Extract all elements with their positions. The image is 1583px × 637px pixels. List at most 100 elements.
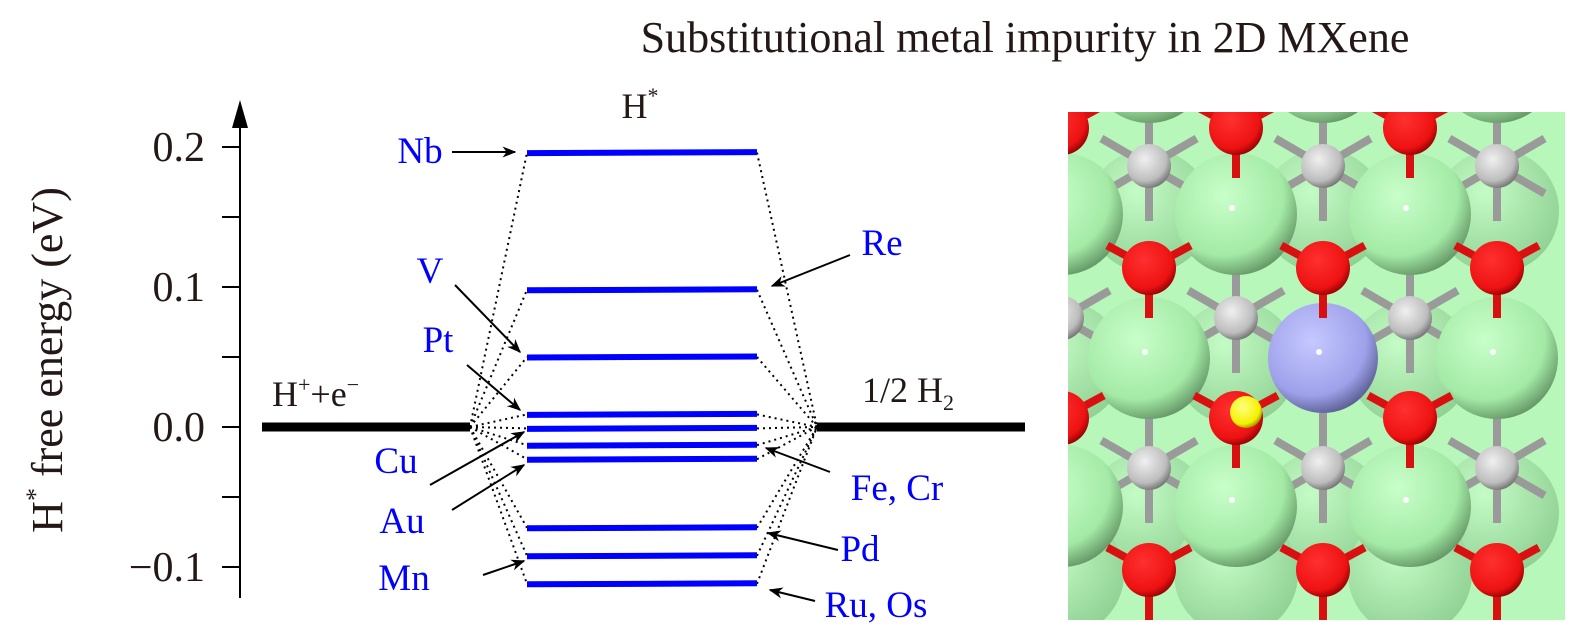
connector-right bbox=[756, 426, 818, 430]
y-label-sup: * bbox=[21, 488, 50, 501]
carbon-atom bbox=[1068, 296, 1084, 340]
carbon-bond bbox=[927, 139, 975, 167]
oxygen-atom bbox=[1122, 543, 1176, 597]
oxygen-bond bbox=[1020, 396, 1062, 419]
atom-highlight bbox=[1229, 497, 1235, 503]
carbon-bond bbox=[975, 139, 1023, 167]
carbon-atom bbox=[1388, 296, 1432, 340]
carbon-atom bbox=[953, 144, 997, 188]
connector-left bbox=[469, 152, 528, 428]
y-tick-label: 0.2 bbox=[153, 125, 206, 171]
lower-metal-atom bbox=[913, 149, 1037, 273]
metal-atom bbox=[1436, 297, 1558, 419]
atom-highlight bbox=[1403, 205, 1409, 211]
initial-state-label: H++e− bbox=[272, 372, 359, 414]
carbon-bond bbox=[975, 166, 1023, 194]
oxygen-atom bbox=[1209, 112, 1263, 155]
carbon-bond bbox=[975, 468, 1023, 496]
oxygen-atom bbox=[1383, 391, 1437, 445]
level-label: Mn bbox=[378, 558, 429, 599]
connector-left bbox=[469, 413, 528, 428]
carbon-bond bbox=[927, 441, 975, 469]
oxygen-bond bbox=[933, 246, 975, 269]
final-state-label: 1/2 H2 bbox=[862, 370, 954, 415]
y-tick-label: −0.1 bbox=[129, 545, 205, 591]
oxygen-atom bbox=[1470, 241, 1524, 295]
connector-right bbox=[756, 426, 818, 461]
connector-right bbox=[756, 289, 818, 428]
connector-left bbox=[469, 426, 528, 447]
svg-text:H* free energy (eV): H* free energy (eV) bbox=[21, 187, 72, 533]
carbon-bond bbox=[1014, 318, 1062, 346]
y-axis-arrow-icon bbox=[232, 100, 248, 128]
atom-highlight bbox=[1142, 349, 1148, 355]
metal-atom bbox=[1114, 112, 1184, 123]
atom-highlight bbox=[1490, 53, 1496, 59]
hydrogen-atom bbox=[1230, 396, 1262, 428]
level-label: Ru, Os bbox=[825, 585, 928, 626]
oxygen-bond bbox=[933, 548, 975, 571]
connector-right bbox=[756, 356, 818, 428]
metal-atom bbox=[1068, 153, 1123, 275]
metal-atom bbox=[1349, 153, 1471, 275]
figure-title: Substitutional metal impurity in 2D MXen… bbox=[641, 13, 1410, 62]
oxygen-atom bbox=[948, 241, 1002, 295]
energy-level-bar bbox=[526, 580, 758, 588]
metal-atom bbox=[1088, 297, 1210, 419]
carbon-atom bbox=[1301, 144, 1345, 188]
oxygen-bond bbox=[975, 548, 1017, 571]
y-label-rest: free energy (eV) bbox=[23, 187, 72, 488]
y-axis: 0.20.10.0−0.1 bbox=[129, 100, 248, 598]
impurity-atom bbox=[1268, 303, 1378, 413]
oxygen-atom bbox=[948, 543, 1002, 597]
energy-level-bar bbox=[526, 552, 758, 560]
y-label-main: H bbox=[23, 501, 72, 533]
oxygen-atom bbox=[1296, 543, 1350, 597]
metal-atom bbox=[1349, 445, 1471, 567]
level-label: Fe, Cr bbox=[851, 468, 944, 509]
oxygen-atom bbox=[1383, 112, 1437, 155]
connector-left bbox=[469, 426, 528, 430]
atom-highlight bbox=[968, 349, 974, 355]
oxygen-atom bbox=[1068, 391, 1089, 445]
connector-left bbox=[469, 426, 528, 461]
connector-right bbox=[756, 426, 818, 557]
arrow-icon bbox=[482, 559, 526, 576]
metal-atom bbox=[1175, 153, 1297, 275]
carbon-atom bbox=[1475, 446, 1519, 490]
oxygen-bond bbox=[1020, 106, 1062, 129]
hstar-header: H* bbox=[622, 83, 659, 126]
atom-highlight bbox=[1490, 349, 1496, 355]
connector-left bbox=[469, 289, 528, 428]
atom-highlight bbox=[1316, 349, 1322, 355]
oxygen-atom bbox=[1296, 241, 1350, 295]
carbon-bond bbox=[975, 441, 1023, 469]
connector-left bbox=[469, 426, 528, 529]
energy-level-bar bbox=[526, 441, 758, 449]
arrow-icon bbox=[770, 254, 851, 287]
energy-level-bar bbox=[526, 524, 758, 532]
metal-atom bbox=[1288, 112, 1358, 123]
energy-level-bar bbox=[526, 353, 758, 361]
atom-highlight bbox=[1055, 205, 1061, 211]
carbon-atom bbox=[1301, 446, 1345, 490]
metal-atom bbox=[1462, 112, 1532, 123]
y-axis-label: H* free energy (eV) bbox=[21, 187, 72, 533]
arrow-icon bbox=[429, 431, 526, 486]
arrow-icon bbox=[768, 587, 816, 602]
connector-right bbox=[756, 426, 818, 585]
metal-atom bbox=[1068, 445, 1123, 567]
arrow-icon bbox=[466, 364, 522, 411]
carbon-bond bbox=[927, 166, 975, 194]
connector-right bbox=[756, 426, 818, 529]
y-tick-label: 0.1 bbox=[153, 265, 206, 311]
level-label: Au bbox=[379, 501, 424, 542]
energy-level-bar bbox=[526, 410, 758, 418]
connector-right bbox=[756, 413, 818, 428]
level-label: Pd bbox=[840, 529, 880, 570]
oxygen-atom bbox=[1068, 112, 1089, 155]
atom-highlight bbox=[1055, 497, 1061, 503]
atom-highlight bbox=[1229, 205, 1235, 211]
energy-level-bar bbox=[526, 424, 758, 432]
